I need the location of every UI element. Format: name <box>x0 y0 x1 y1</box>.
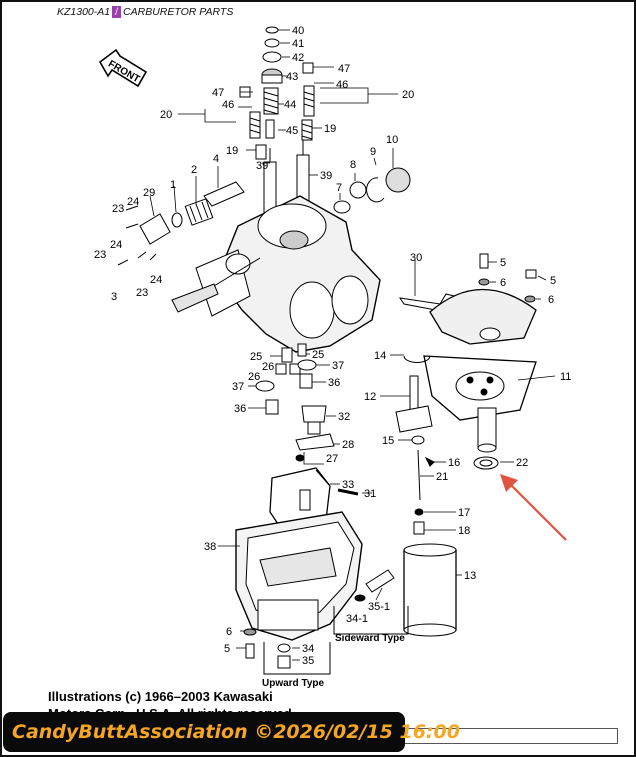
callout-36-right: 36 <box>328 377 340 389</box>
callout-5-a: 5 <box>500 257 506 269</box>
callout-46-left: 46 <box>222 99 234 111</box>
carburetor-body <box>171 195 381 353</box>
callout-5-c: 5 <box>224 643 230 655</box>
callout-9: 9 <box>370 146 376 158</box>
callout-27: 27 <box>326 453 338 465</box>
callout-34: 34 <box>302 643 314 655</box>
callout-41: 41 <box>292 38 304 50</box>
callout-34-1: 34-1 <box>346 613 368 625</box>
callout-45: 45 <box>286 125 298 137</box>
callout-30: 30 <box>410 252 422 264</box>
callout-36-left: 36 <box>234 403 246 415</box>
upward-drain-parts <box>243 628 331 675</box>
callout-1: 1 <box>170 179 176 191</box>
callout-35: 35 <box>302 655 314 667</box>
header-section: CARBURETOR PARTS <box>123 6 234 18</box>
throttle-springs <box>249 85 315 160</box>
callout-16: 16 <box>448 457 460 469</box>
float-parts <box>395 355 499 535</box>
callout-8: 8 <box>350 159 356 171</box>
callout-6-b: 6 <box>548 294 554 306</box>
callout-46-right: 46 <box>336 79 348 91</box>
annotation-arrow <box>500 474 567 541</box>
callout-32: 32 <box>338 411 350 423</box>
throttle-valves <box>263 140 310 221</box>
callout-44: 44 <box>284 99 296 111</box>
callout-7: 7 <box>336 182 342 194</box>
upward-type-label: Upward Type <box>262 678 324 689</box>
callout-26-b: 26 <box>248 371 260 383</box>
callout-19-right: 19 <box>324 123 336 135</box>
callout-labels: 40 41 42 43 44 45 46 46 47 47 20 20 19 1… <box>94 25 571 689</box>
left-side-parts <box>117 181 245 266</box>
callout-38: 38 <box>204 541 216 553</box>
callout-17: 17 <box>458 507 470 519</box>
callout-29: 29 <box>143 187 155 199</box>
front-arrow: FRONT <box>98 48 148 88</box>
callout-25-right: 25 <box>312 349 324 361</box>
callout-18: 18 <box>458 525 470 537</box>
callout-24-b: 24 <box>110 239 122 251</box>
callout-2: 2 <box>191 164 197 176</box>
callout-5-b: 5 <box>550 275 556 287</box>
callout-28: 28 <box>342 439 354 451</box>
watermark-text: CandyButtAssociation ©2026/02/15 16:00 <box>12 721 460 743</box>
callout-4: 4 <box>213 153 219 165</box>
diagram-header: KZ1300-A1 / CARBURETOR PARTS <box>57 6 233 18</box>
watermark-banner: CandyButtAssociation ©2026/02/15 16:00 <box>3 712 460 752</box>
callout-33: 33 <box>342 479 354 491</box>
callout-24-c: 24 <box>150 274 162 286</box>
fitting-parts-right <box>333 167 411 214</box>
header-separator: / <box>112 6 122 18</box>
callout-40: 40 <box>292 25 304 37</box>
callout-42: 42 <box>292 52 304 64</box>
callout-14: 14 <box>374 350 386 362</box>
callout-15: 15 <box>382 435 394 447</box>
callout-20-left: 20 <box>160 109 172 121</box>
cover-screws <box>478 253 537 303</box>
callout-47-right: 47 <box>338 63 350 75</box>
callout-24-a: 24 <box>127 196 139 208</box>
accelerator-pump <box>269 467 331 531</box>
callout-39-left: 39 <box>256 160 268 172</box>
callout-11: 11 <box>560 371 571 383</box>
callout-21: 21 <box>436 471 448 483</box>
callout-23-a: 23 <box>112 203 124 215</box>
callout-31: 31 <box>364 488 376 500</box>
callout-35-1: 35-1 <box>368 601 390 613</box>
callout-19-left: 19 <box>226 145 238 157</box>
callout-26-a: 26 <box>262 361 274 373</box>
callout-37-left: 37 <box>232 381 244 393</box>
callout-25-left: 25 <box>250 351 262 363</box>
jets <box>255 343 317 415</box>
callout-6-c: 6 <box>226 626 232 638</box>
callout-47-left: 47 <box>212 87 224 99</box>
callout-6-a: 6 <box>500 277 506 289</box>
float-chamber-cover <box>398 288 537 453</box>
copyright-line-1: Illustrations (c) 1966–2003 Kawasaki <box>48 689 273 704</box>
callout-13: 13 <box>464 570 476 582</box>
float <box>403 543 457 637</box>
header-model: KZ1300-A1 <box>57 6 111 18</box>
callout-23-b: 23 <box>94 249 106 261</box>
callout-23-c: 23 <box>136 287 148 299</box>
callout-3: 3 <box>111 291 117 303</box>
callout-12: 12 <box>364 391 376 403</box>
callout-10: 10 <box>386 134 398 146</box>
callout-22: 22 <box>516 457 528 469</box>
callout-20-right: 20 <box>402 89 414 101</box>
needle-valve-assembly <box>295 405 359 496</box>
callout-37-right: 37 <box>332 360 344 372</box>
sideward-type-label: Sideward Type <box>335 633 405 644</box>
leader-lines <box>149 29 556 661</box>
float-bowl <box>235 511 363 641</box>
callout-43: 43 <box>286 71 298 83</box>
callout-39-right: 39 <box>320 170 332 182</box>
sideward-drain-parts <box>333 569 409 635</box>
